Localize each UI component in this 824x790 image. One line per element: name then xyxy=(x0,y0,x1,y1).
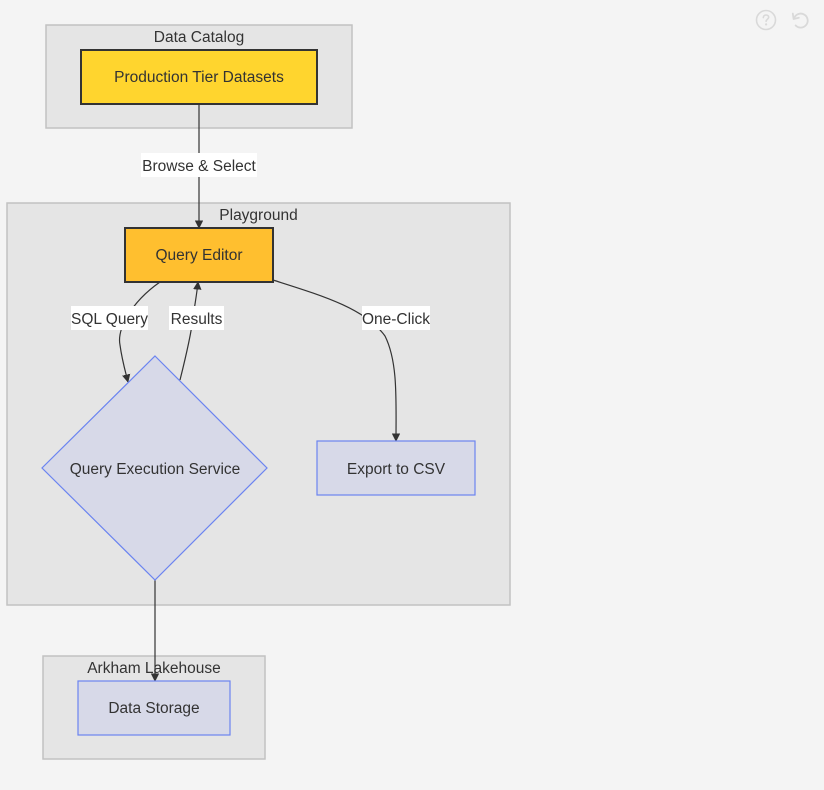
node-query-editor[interactable]: Query Editor xyxy=(124,227,274,283)
svg-text:Export to CSV: Export to CSV xyxy=(347,461,446,478)
svg-text:Data Storage: Data Storage xyxy=(108,700,199,717)
help-icon xyxy=(755,9,777,31)
cluster-label-arkham-lakehouse: Arkham Lakehouse xyxy=(87,660,221,677)
svg-text:Production Tier Datasets: Production Tier Datasets xyxy=(114,69,284,86)
reset-button[interactable] xyxy=(789,9,811,31)
svg-text:One-Click: One-Click xyxy=(362,311,430,328)
edge-sql-query xyxy=(118,281,161,383)
edge-label-sql-query: SQL Query xyxy=(71,306,148,330)
svg-text:Results: Results xyxy=(171,311,223,328)
cluster-label-playground: Playground xyxy=(219,207,297,224)
svg-text:Browse & Select: Browse & Select xyxy=(142,158,256,175)
node-query-execution-service[interactable]: Query Execution Service xyxy=(41,355,268,581)
svg-text:Query Execution Service: Query Execution Service xyxy=(70,461,241,478)
help-button[interactable] xyxy=(755,9,777,31)
node-export-csv[interactable]: Export to CSV xyxy=(316,440,476,496)
edge-label-one-click: One-Click xyxy=(362,306,430,330)
svg-text:Query Editor: Query Editor xyxy=(155,247,242,264)
edge-label-browse-select: Browse & Select xyxy=(141,153,257,177)
node-data-storage[interactable]: Data Storage xyxy=(77,680,231,736)
node-production-datasets[interactable]: Production Tier Datasets xyxy=(80,49,318,105)
cluster-label-data-catalog: Data Catalog xyxy=(154,29,244,46)
reset-icon xyxy=(791,12,809,29)
edge-one-click xyxy=(272,279,401,442)
edge-label-results: Results xyxy=(169,306,224,330)
svg-text:SQL Query: SQL Query xyxy=(71,311,148,328)
